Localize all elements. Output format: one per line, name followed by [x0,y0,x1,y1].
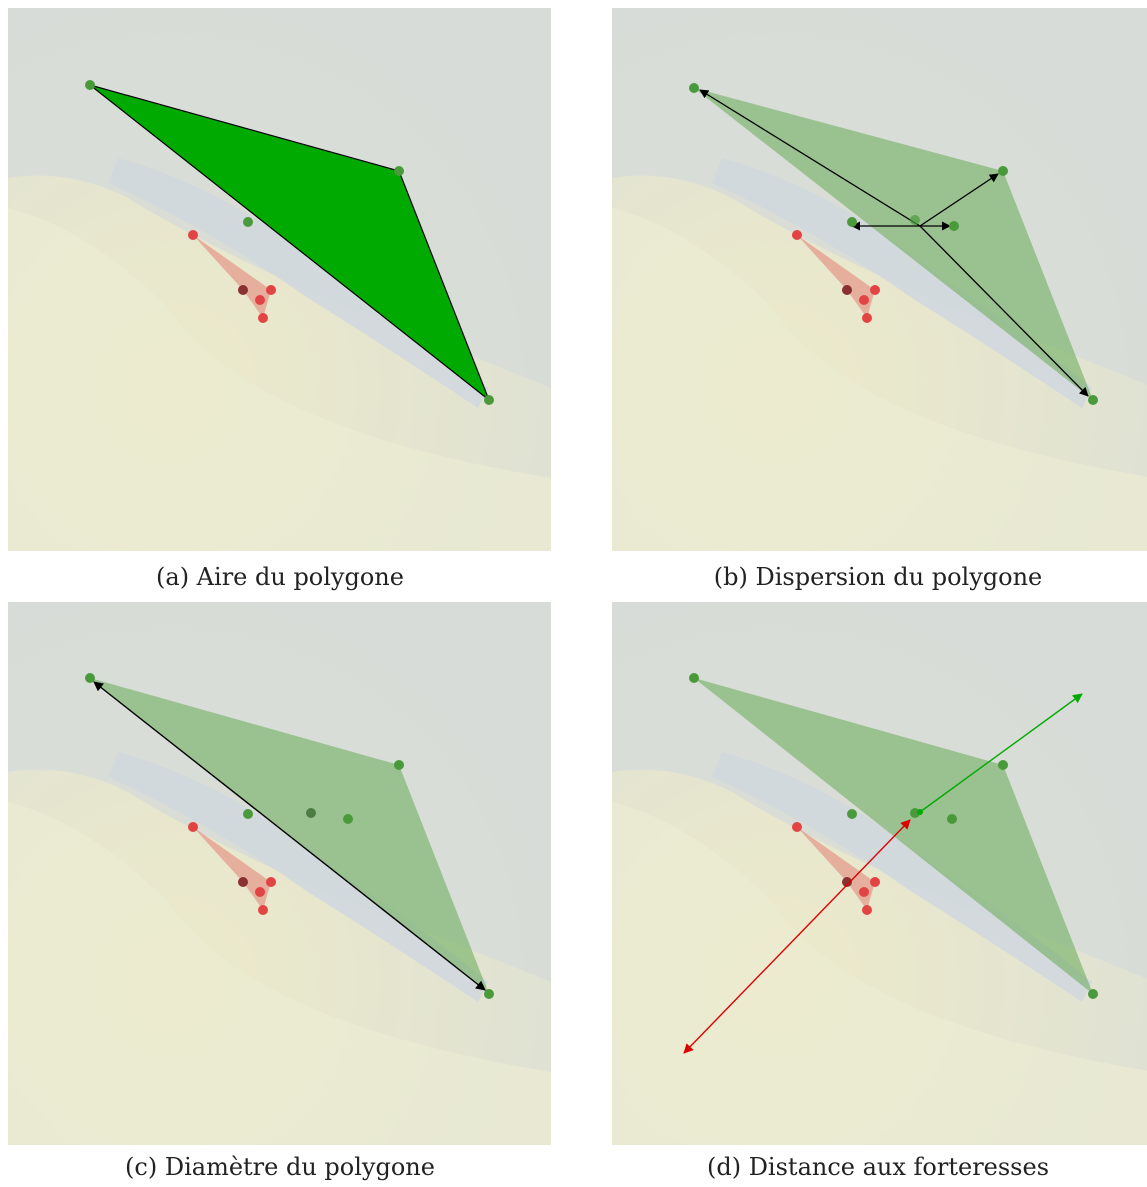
green-points [689,83,1098,405]
green-points [689,673,1098,999]
caption-c: (c) Diamètre du polygone [125,1153,435,1181]
map-c [8,602,551,1145]
red-polygon [188,230,276,323]
red-polygon [188,822,276,915]
map-d [612,602,1147,1145]
red-polygon [792,230,880,323]
panel-b [612,8,1147,551]
caption-b: (b) Dispersion du polygone [713,563,1043,591]
panel-c [8,602,551,1145]
green-fortress-arrow [919,693,1083,813]
caption-a: (a) Aire du polygone [156,563,404,591]
map-a [8,8,551,551]
dispersion-arrows [699,89,1089,397]
panel-a [8,8,551,551]
map-b [612,8,1147,551]
red-fortress-arrow [683,819,911,1054]
diameter-arrow [93,681,486,991]
polygon-area [89,84,491,402]
green-points [85,673,494,999]
green-points [85,80,494,405]
panel-d [612,602,1147,1145]
caption-d: (d) Distance aux forteresses [706,1153,1050,1181]
polygon-faded [694,88,1093,400]
